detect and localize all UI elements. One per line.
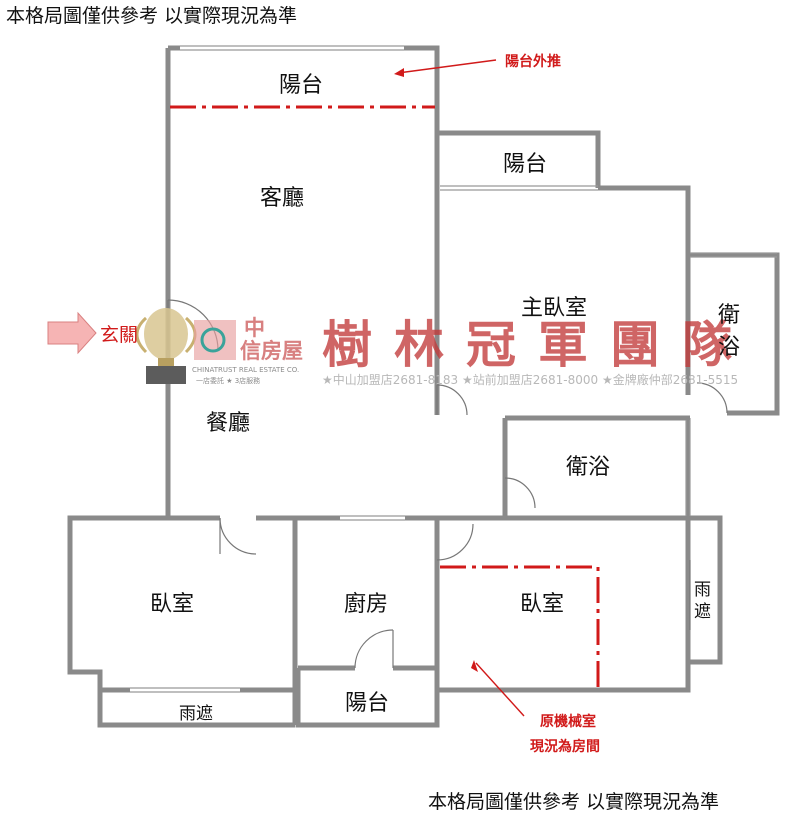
label-bedroom-left: 臥室 [150, 592, 194, 617]
annotation-machine-room-1: 原機械室 [540, 713, 596, 730]
logo-english: CHINATRUST REAL ESTATE CO. [192, 366, 299, 374]
label-master-bath-1: 衛 [718, 303, 740, 328]
arrows [397, 59, 525, 717]
walls [67, 45, 780, 728]
label-awning-left: 雨遮 [179, 704, 213, 724]
machine-room-outline [440, 565, 600, 688]
arrow-head-machine [471, 660, 478, 672]
entrance-arrow-icon [47, 311, 97, 355]
annotation-entrance: 玄關 [100, 324, 138, 346]
label-master-bedroom: 主臥室 [521, 296, 587, 321]
notice-bottom: 本格局圖僅供參考 以實際現況為準 [428, 791, 719, 813]
trophy-icon [135, 308, 197, 384]
logo-text: 信房屋 [240, 339, 303, 363]
label-living-room: 客廳 [260, 186, 304, 211]
contact-list: ★中山加盟店2681-8183 ★站前加盟店2681-8000 ★金牌廠仲部26… [322, 372, 738, 387]
label-balcony-top: 陽台 [279, 73, 323, 98]
annotation-machine-room-2: 現況為房間 [530, 738, 600, 755]
company-logo-icon [194, 320, 236, 360]
annotation-balcony-push: 陽台外推 [505, 53, 561, 70]
label-master-bath-2: 浴 [718, 335, 740, 360]
arrow-head-balcony [394, 68, 404, 77]
windows [130, 45, 777, 693]
team-name: 樹林冠軍團隊 [322, 316, 754, 374]
label-bedroom-right: 臥室 [520, 592, 564, 617]
logo-slogan: 一店委託 ★ 3店服務 [196, 376, 260, 385]
watermark: 中 信房屋 CHINATRUST REAL ESTATE CO. 一店委託 ★ … [135, 308, 754, 387]
label-awning-right-1: 雨 [694, 580, 711, 600]
label-dining-room: 餐廳 [206, 411, 250, 436]
label-balcony-bottom: 陽台 [345, 691, 389, 716]
logo-char-top: 中 [244, 316, 265, 340]
label-kitchen: 廚房 [344, 592, 388, 617]
label-awning-right-2: 遮 [694, 602, 711, 622]
label-bathroom: 衛浴 [566, 455, 610, 480]
notice-top: 本格局圖僅供參考 以實際現況為準 [6, 5, 297, 27]
label-balcony-mid: 陽台 [503, 152, 547, 177]
